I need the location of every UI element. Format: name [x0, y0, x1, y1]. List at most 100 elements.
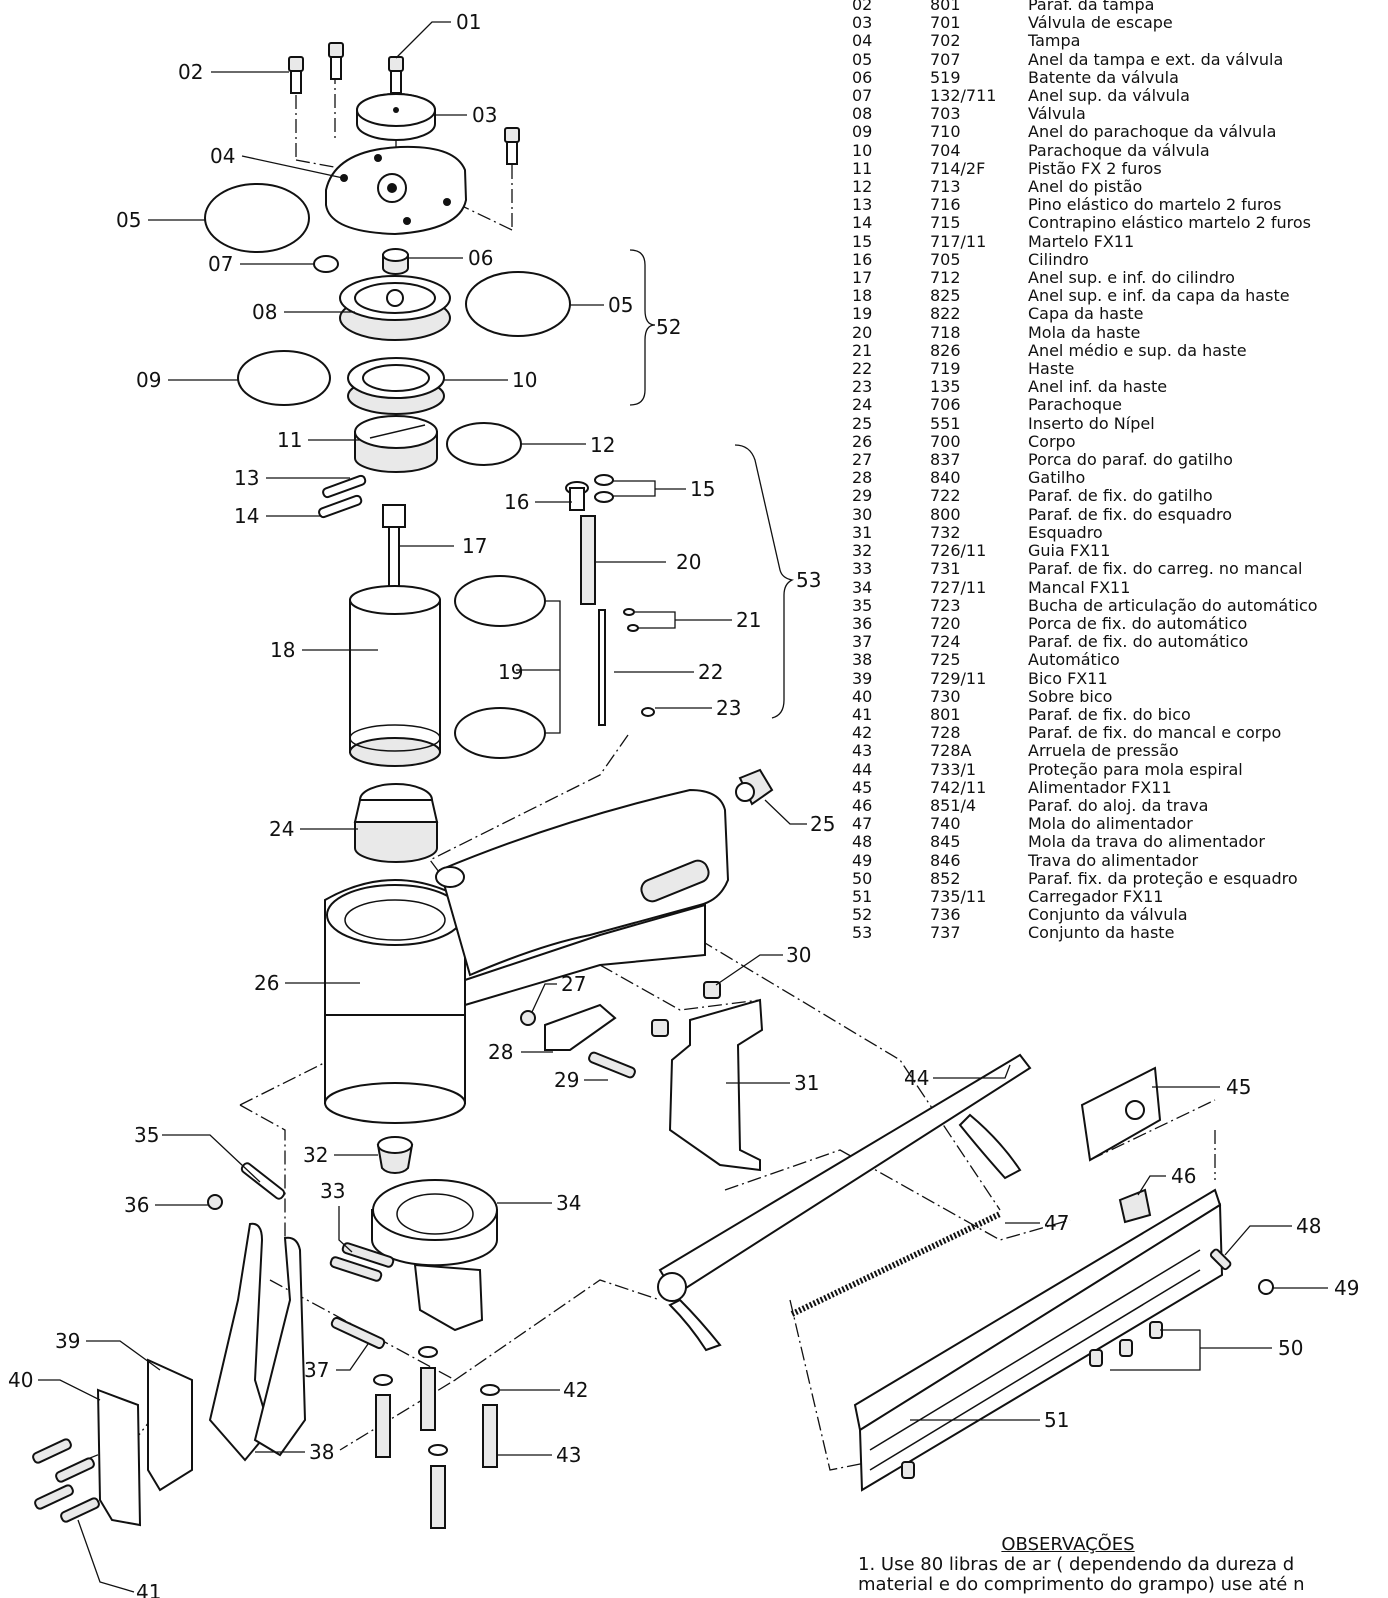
callout-label: 49	[1334, 1276, 1359, 1300]
part-description: Anel inf. da haste	[1028, 377, 1168, 397]
part-code: 706	[930, 395, 961, 415]
callout-label: 40	[8, 1368, 33, 1392]
part-code: 519	[930, 67, 961, 87]
part-item-number: 24	[852, 395, 873, 415]
callout-label: 48	[1296, 1214, 1321, 1238]
callout-label: 24	[269, 817, 294, 841]
callout-label: 53	[796, 568, 821, 592]
part-item-number: 38	[852, 650, 873, 670]
callout-label: 12	[590, 433, 615, 457]
valve-bumper-ring	[237, 350, 331, 406]
notes-section: OBSERVAÇÕES 1. Use 80 libras de ar ( dep…	[858, 1535, 1388, 1595]
callout-label: 28	[488, 1040, 513, 1064]
part-code: 852	[930, 868, 961, 888]
callout-label: 21	[736, 608, 761, 632]
callout-label: 20	[676, 550, 701, 574]
part-description: Cilindro	[1028, 249, 1089, 269]
part-code: 551	[930, 413, 961, 433]
cylinder	[349, 585, 441, 767]
callout-label: 01	[456, 10, 481, 34]
callout-label: 41	[136, 1580, 161, 1598]
part-description: Arruela de pressão	[1028, 741, 1179, 761]
callout-label: 05	[608, 293, 633, 317]
notes-line-2: material e do comprimento do grampo) use…	[858, 1574, 1305, 1595]
part-description: Mola da trava do alimentador	[1028, 832, 1265, 852]
part-code: 716	[930, 195, 961, 215]
cap-seal-ring	[204, 183, 310, 253]
square-bracket	[651, 981, 764, 1172]
valve-stop	[382, 248, 409, 275]
part-item-number: 03	[852, 13, 873, 33]
part-code: 735/11	[930, 886, 987, 906]
callout-label: 09	[136, 368, 161, 392]
callout-label: 23	[716, 696, 741, 720]
part-item-number: 16	[852, 249, 873, 269]
bearing-housing	[371, 1179, 498, 1332]
part-item-number: 39	[852, 668, 873, 688]
feeder	[1080, 1066, 1162, 1162]
part-description: Paraf. de fix. do mancal e corpo	[1028, 723, 1282, 743]
part-item-number: 50	[852, 868, 873, 888]
part-item-number: 34	[852, 577, 873, 597]
callout-label: 38	[309, 1440, 334, 1464]
roll-pins	[318, 474, 367, 519]
part-code: 826	[930, 340, 961, 360]
valve-outer-ring	[465, 271, 571, 337]
callout-label: 07	[208, 252, 233, 276]
part-description: Paraf. de fix. do gatilho	[1028, 486, 1213, 506]
part-code: 723	[930, 595, 961, 615]
callout-label: 50	[1278, 1336, 1303, 1360]
part-code: 710	[930, 122, 961, 142]
part-code: 851/4	[930, 795, 977, 815]
callout-label: 08	[252, 300, 277, 324]
part-description: Contrapino elástico martelo 2 furos	[1028, 213, 1311, 233]
part-code: 737	[930, 923, 961, 943]
part-code: 825	[930, 286, 961, 306]
housing-screws	[373, 1346, 500, 1529]
callout-label: 04	[210, 144, 235, 168]
part-item-number: 40	[852, 686, 873, 706]
part-item-number: 22	[852, 359, 873, 379]
part-description: Capa da haste	[1028, 304, 1144, 324]
part-item-number: 18	[852, 286, 873, 306]
part-code: 726/11	[930, 541, 987, 561]
callout-label: 34	[556, 1191, 581, 1215]
callout-label: 02	[178, 60, 203, 84]
part-item-number: 07	[852, 86, 873, 106]
part-code: 727/11	[930, 577, 987, 597]
part-code: 720	[930, 613, 961, 633]
piston-ring	[446, 422, 522, 466]
part-description: Paraf. de fix. do esquadro	[1028, 504, 1233, 524]
part-description: Paraf. de fix. do bico	[1028, 704, 1191, 724]
callout-label: 30	[786, 943, 811, 967]
callout-label: 06	[468, 246, 493, 270]
part-description: Anel sup. e inf. do cilindro	[1028, 268, 1235, 288]
callout-label: 17	[462, 534, 487, 558]
loader-screws	[329, 1242, 395, 1282]
part-description: Alimentador FX11	[1028, 777, 1172, 797]
